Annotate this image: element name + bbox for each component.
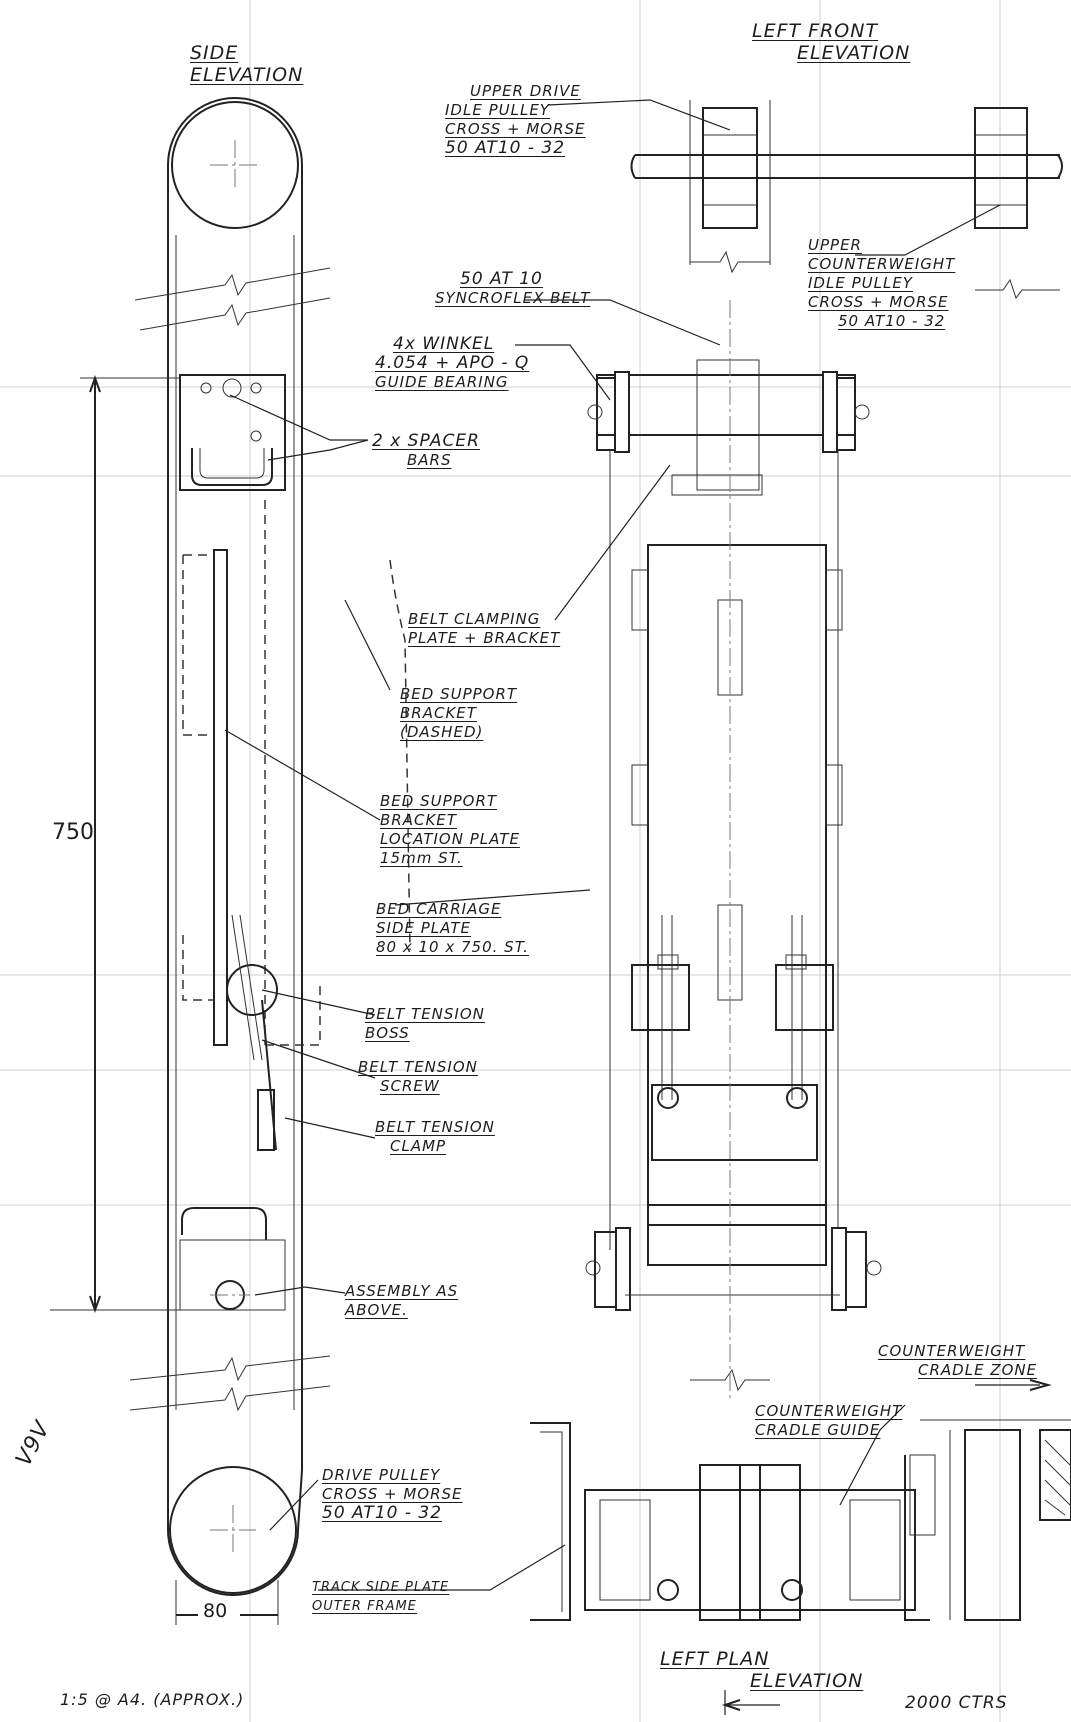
carriage-assembly (585, 359, 882, 1311)
title-front-line1: LEFT FRONT (752, 20, 879, 42)
callout-syncroflex-belt: 50 AT 10 SYNCROFLEX BELT (435, 270, 590, 308)
callout-belt-tension-clamp: BELT TENSION CLAMP (375, 1118, 495, 1156)
callout-line: 4.054 + APO - Q (375, 353, 530, 373)
callout-line: BARS (407, 451, 452, 469)
drive-shaft (630, 154, 1063, 179)
callout-line: CROSS + MORSE (322, 1485, 463, 1503)
callout-line: CROSS + MORSE (808, 293, 949, 311)
callout-location-plate: BED SUPPORT BRACKET LOCATION PLATE 15mm … (380, 792, 520, 868)
callout-belt-clamping-plate: BELT CLAMPING PLATE + BRACKET (408, 610, 560, 648)
title-plan-line1: LEFT PLAN (660, 1648, 770, 1670)
callout-line: BRACKET (400, 704, 477, 722)
callout-line: BELT TENSION (358, 1058, 478, 1076)
callout-line: 50 AT10 - 32 (838, 312, 946, 330)
title-side-line2: ELEVATION (190, 64, 304, 86)
callout-line: CRADLE ZONE (918, 1361, 1038, 1379)
callout-belt-tension-boss: BELT TENSION BOSS (365, 1005, 485, 1043)
callout-assembly-as-above: ASSEMBLY AS ABOVE. (345, 1282, 458, 1320)
callout-upper-drive-pulley: UPPER DRIVE IDLE PULLEY CROSS + MORSE 50… (445, 82, 586, 158)
dimension-centres: 2000 CTRS (905, 1693, 1008, 1713)
callout-line: 50 AT10 - 32 (322, 1503, 443, 1523)
callout-line: DRIVE PULLEY (322, 1466, 441, 1484)
top-pulley (167, 97, 303, 229)
callout-upper-counterweight-pulley: UPPER COUNTERWEIGHT IDLE PULLEY CROSS + … (808, 236, 955, 331)
callout-guide-bearing: 4x WINKEL 4.054 + APO - Q GUIDE BEARING (375, 335, 529, 392)
callout-line: 15mm ST. (380, 849, 463, 867)
callout-drive-pulley: DRIVE PULLEY CROSS + MORSE 50 AT10 - 32 (322, 1466, 463, 1523)
front-elevation (585, 100, 1063, 1400)
leader-lines (224, 99, 1052, 1715)
dimension-width: 80 (203, 1600, 228, 1622)
callout-line: IDLE PULLEY (808, 274, 913, 292)
title-side-elevation: SIDE ELEVATION (190, 42, 303, 86)
bottom-pulley (167, 1466, 303, 1596)
side-elevation (50, 97, 411, 1625)
carriage-side-plate (182, 500, 411, 1046)
upper-drive-idle-pulley (689, 100, 771, 265)
title-front-line2: ELEVATION (797, 42, 911, 64)
callout-line: BED SUPPORT (380, 792, 498, 810)
callout-line: BELT TENSION (375, 1118, 495, 1136)
callout-line: BELT TENSION (365, 1005, 485, 1023)
callout-line: BELT CLAMPING (408, 610, 541, 628)
belt-tension-boss (226, 914, 278, 1151)
callout-line: ASSEMBLY AS (345, 1282, 459, 1300)
callout-line: IDLE PULLEY (445, 101, 550, 119)
callout-line: BOSS (365, 1024, 410, 1042)
height-dimension (50, 375, 190, 1313)
callout-line: 4x WINKEL (393, 334, 495, 354)
callout-line: SYNCROFLEX BELT (435, 289, 591, 307)
callout-line: OUTER FRAME (312, 1599, 417, 1614)
callout-line: 2 x SPACER (372, 431, 480, 451)
callout-line: COUNTERWEIGHT (808, 255, 956, 273)
scale-note: 1:5 @ A4. (APPROX.) (60, 1690, 245, 1709)
title-plan-elevation: LEFT PLAN ELEVATION (660, 1648, 863, 1692)
callout-line: LOCATION PLATE (380, 830, 520, 848)
callout-line: BED SUPPORT (400, 685, 518, 703)
callout-line: CROSS + MORSE (445, 120, 586, 138)
callout-counterweight-cradle-zone: COUNTERWEIGHT CRADLE ZONE (878, 1342, 1037, 1380)
callout-line: PLATE + BRACKET (408, 629, 561, 647)
callout-line: (DASHED) (400, 723, 484, 741)
title-plan-line2: ELEVATION (750, 1670, 864, 1692)
callout-line: UPPER DRIVE (470, 82, 581, 100)
lower-guide-block (179, 1207, 286, 1311)
callout-line: TRACK SIDE PLATE (312, 1580, 450, 1595)
callout-carriage-side-plate: BED CARRIAGE SIDE PLATE 80 x 10 x 750. S… (376, 900, 529, 957)
break-marks (129, 267, 331, 1412)
upper-guide-block (179, 374, 286, 491)
callout-line: UPPER (808, 236, 862, 254)
callout-line: SIDE PLATE (376, 919, 471, 937)
callout-track-side-plate: TRACK SIDE PLATE OUTER FRAME (312, 1578, 449, 1616)
title-side-line1: SIDE (190, 42, 239, 64)
width-dimension (175, 1580, 279, 1625)
callout-line: COUNTERWEIGHT (878, 1342, 1026, 1360)
callout-line: 50 AT 10 (460, 269, 543, 289)
callout-line: ABOVE. (345, 1301, 408, 1319)
plan-elevation (530, 1419, 1071, 1621)
callout-line: 50 AT10 - 32 (445, 138, 566, 158)
callout-line: CLAMP (390, 1137, 447, 1155)
callout-line: GUIDE BEARING (375, 373, 509, 391)
callout-line: CRADLE GUIDE (755, 1421, 881, 1439)
callout-line: SCREW (380, 1077, 440, 1095)
callout-counterweight-cradle-guide: COUNTERWEIGHT CRADLE GUIDE (755, 1402, 902, 1440)
callout-line: BRACKET (380, 811, 457, 829)
callout-line: COUNTERWEIGHT (755, 1402, 903, 1420)
callout-spacer-bars: 2 x SPACER BARS (372, 432, 480, 470)
callout-belt-tension-screw: BELT TENSION SCREW (358, 1058, 478, 1096)
callout-line: BED CARRIAGE (376, 900, 502, 918)
callout-line: 80 x 10 x 750. ST. (376, 938, 529, 956)
upper-counterweight-pulley (974, 107, 1028, 229)
callout-bed-support-bracket: BED SUPPORT BRACKET (DASHED) (400, 685, 517, 742)
title-front-elevation: LEFT FRONT ELEVATION (752, 20, 910, 64)
dimension-height: 750 (52, 820, 94, 845)
